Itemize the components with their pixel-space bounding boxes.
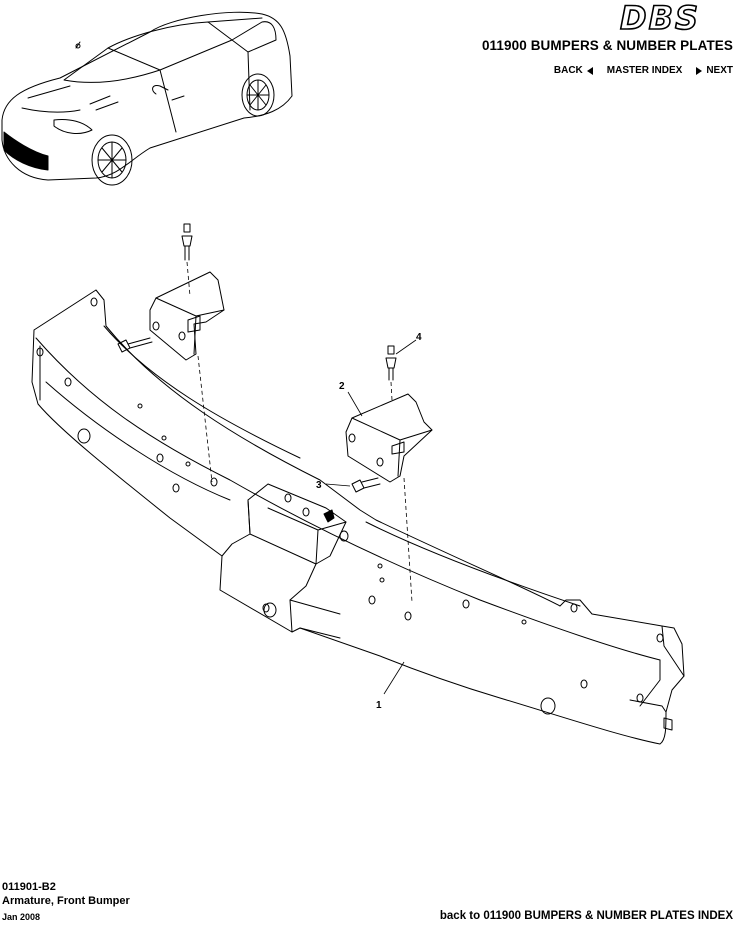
triangle-right-icon xyxy=(696,66,703,75)
armature-beam xyxy=(31,289,685,745)
armature-diagram: 1 2 3 4 xyxy=(31,223,685,745)
next-link[interactable]: NEXT xyxy=(696,65,733,76)
diagram-name: Armature, Front Bumper xyxy=(2,895,130,907)
nav-bar: BACK MASTER INDEX NEXT xyxy=(554,65,733,76)
triangle-left-icon xyxy=(586,66,593,75)
back-to-index-link[interactable]: back to 011900 BUMPERS & NUMBER PLATES I… xyxy=(439,910,733,922)
callout-2: 2 xyxy=(339,381,345,392)
diagram-date: Jan 2008 xyxy=(2,912,41,922)
callout-3: 3 xyxy=(316,480,322,491)
callout-1: 1 xyxy=(376,700,382,711)
section-title: 011900 BUMPERS & NUMBER PLATES xyxy=(481,38,733,53)
dbs-logo: DBS xyxy=(619,0,700,36)
diagram-code: 011901-B2 xyxy=(2,881,56,893)
bracket-right xyxy=(345,393,433,483)
master-index-link[interactable]: MASTER INDEX xyxy=(607,65,683,76)
logo-text: DBS xyxy=(620,0,700,36)
bracket-left xyxy=(149,271,225,361)
next-label: NEXT xyxy=(706,65,733,76)
back-label: BACK xyxy=(553,65,583,76)
car-thumbnail xyxy=(1,11,293,186)
back-link[interactable]: BACK xyxy=(554,65,593,76)
callout-4: 4 xyxy=(416,332,422,343)
master-index-label: MASTER INDEX xyxy=(606,65,683,76)
